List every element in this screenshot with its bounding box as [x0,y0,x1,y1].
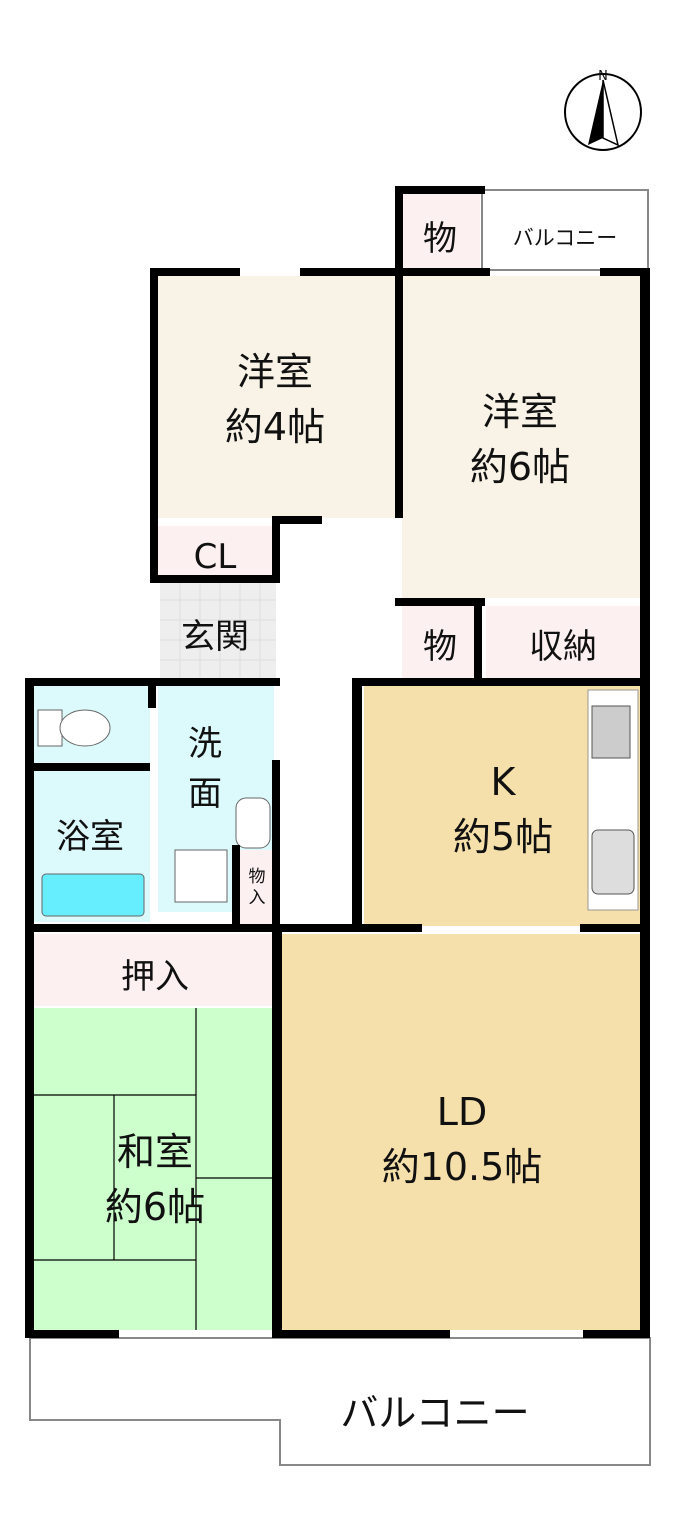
closet-label: CL [194,537,237,577]
washroom-label-1: 洗 [188,724,222,764]
kitchen-size: 約5帖 [453,815,553,859]
bathtub-icon [41,873,145,917]
entrance-tiles [160,582,276,678]
storage-large-label: 収納 [529,627,597,667]
storage-small-label-1: 物 [249,867,266,887]
western-6-size: 約6帖 [470,445,570,489]
ld-name: LD [437,1090,487,1134]
north-compass-icon: N [564,69,642,151]
japanese-name: 和室 [117,1130,193,1174]
japanese-size: 約6帖 [105,1185,205,1229]
entrance [160,582,276,678]
western-4-name: 洋室 [237,350,313,394]
sink-icon [235,797,271,849]
storage-top [402,194,480,268]
tatami-lines [34,1008,274,1330]
washing-machine-icon [174,849,228,903]
storage-mid [402,606,478,678]
closet [156,526,274,578]
kitchen-name: K [491,760,517,804]
storage-mid-label: 物 [423,627,457,667]
room-living-dining [282,934,642,1330]
washroom-label-2: 面 [188,774,222,814]
stove-icon [591,705,631,759]
bathroom-label: 浴室 [56,817,124,857]
oshiire [34,934,274,1006]
storage-small-label-2: 入 [249,888,266,908]
oshiire-label: 押入 [121,957,189,997]
room-japanese [34,1008,274,1330]
north-label: N [598,69,608,84]
western-6-name: 洋室 [482,390,558,434]
walls [25,186,650,1338]
toilet-bowl-icon [59,709,111,747]
balcony-main-label: バルコニー [340,1391,529,1435]
entrance-label: 玄関 [181,617,249,657]
storage-large [486,606,642,678]
room-western-6 [402,276,642,598]
kitchen-sink-icon [591,829,635,895]
balcony-small [481,189,649,271]
western-4-size: 約4帖 [225,405,325,449]
room-western-4 [156,276,398,518]
toilet-icon [37,709,63,747]
balcony-small-label: バルコニー [513,226,618,250]
ld-size: 約10.5帖 [382,1145,543,1189]
storage-small [240,850,274,924]
storage-top-label: 物 [423,219,457,259]
